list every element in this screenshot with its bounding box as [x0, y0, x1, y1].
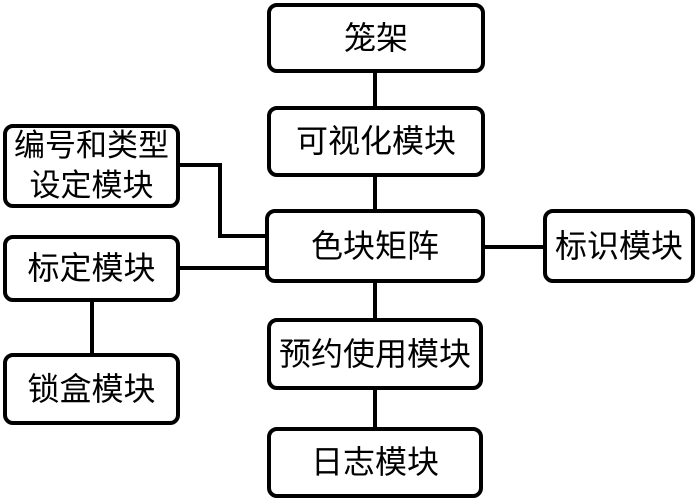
connector-numbering-matrix-seg1	[178, 163, 222, 167]
connector-calibration-matrix	[178, 266, 267, 270]
node-identification-module: 标识模块	[543, 209, 695, 283]
node-calibration-module: 标定模块	[3, 235, 180, 302]
node-identification-label: 标识模块	[554, 227, 683, 264]
connector-matrix-identification	[483, 245, 543, 249]
node-reservation-label: 预约使用模块	[278, 335, 471, 372]
connector-calibration-lockbox	[90, 300, 94, 355]
connector-visualization-matrix	[373, 177, 377, 209]
connector-numbering-matrix-seg3	[218, 234, 267, 238]
connector-cage-visualization	[373, 73, 377, 106]
node-cage-label: 笼架	[343, 19, 408, 56]
node-lockbox-module: 锁盒模块	[3, 353, 180, 425]
node-numbering-type-setting-module: 编号和类型 设定模块	[3, 124, 180, 208]
node-numbering-label-line1: 编号和类型	[14, 127, 169, 163]
node-visualization-module: 可视化模块	[267, 106, 485, 177]
node-numbering-label-line2: 设定模块	[29, 168, 154, 203]
node-color-block-matrix: 色块矩阵	[265, 209, 485, 283]
node-log-module: 日志模块	[267, 427, 483, 498]
connector-matrix-reservation	[373, 283, 377, 318]
node-calibration-label: 标定模块	[27, 250, 156, 287]
node-lockbox-label: 锁盒模块	[27, 370, 156, 407]
node-log-label: 日志模块	[310, 444, 439, 481]
node-cage: 笼架	[267, 3, 485, 73]
connector-reservation-log	[373, 390, 377, 427]
node-reservation-use-module: 预约使用模块	[267, 318, 483, 390]
node-color-matrix-label: 色块矩阵	[310, 227, 439, 264]
connector-numbering-matrix-seg2	[218, 163, 222, 238]
node-visualization-label: 可视化模块	[295, 123, 456, 160]
